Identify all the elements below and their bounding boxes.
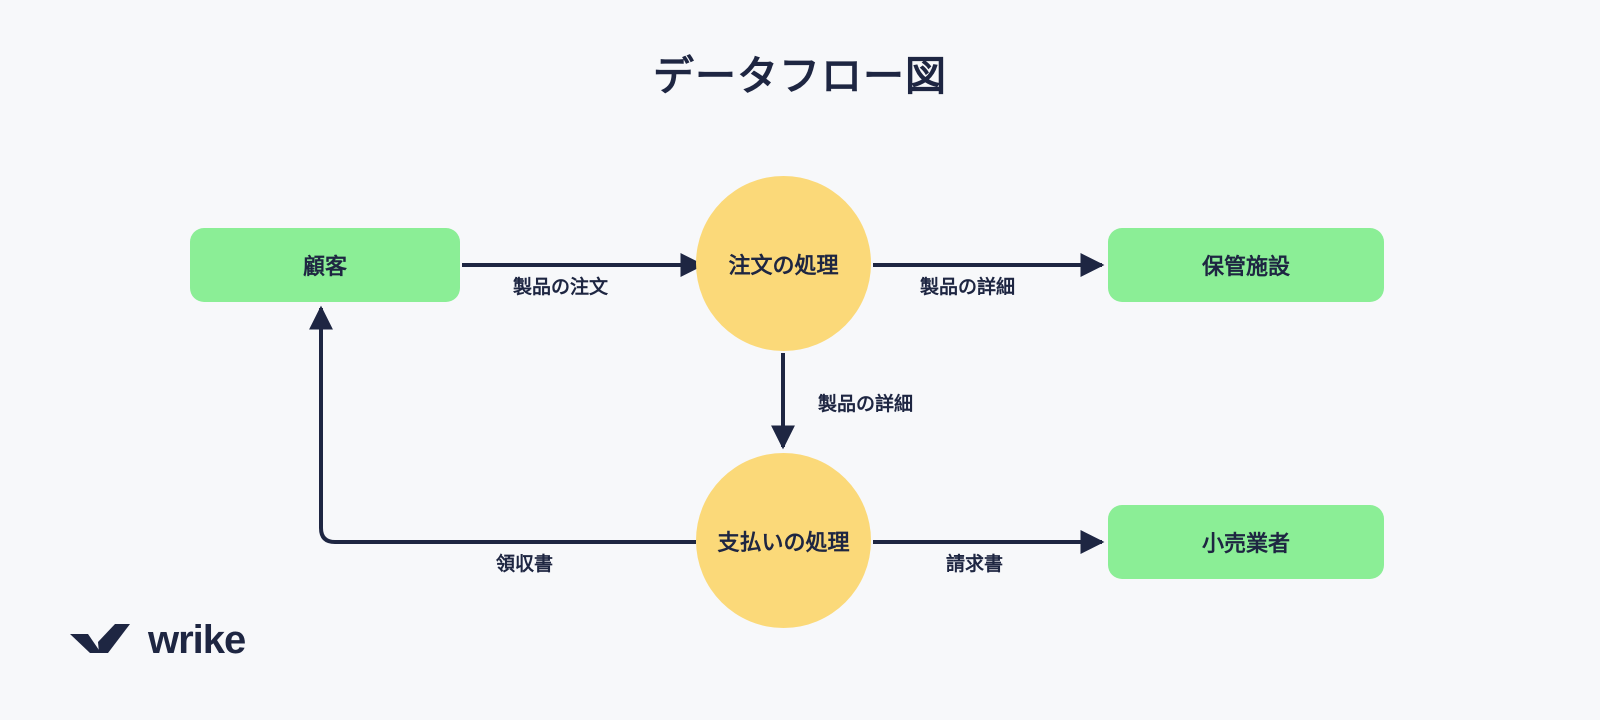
edge-label-order-request: 製品の注文 <box>513 277 609 298</box>
node-retailer[interactable]: 小売業者 <box>1108 505 1384 579</box>
edge-label-product-details-payment: 製品の詳細 <box>818 394 914 415</box>
edge-label-invoice: 請求書 <box>946 554 1004 575</box>
edge-label-receipt: 領収書 <box>496 554 554 575</box>
node-process-order[interactable]: 注文の処理 <box>696 176 871 351</box>
wrike-mark-icon <box>70 624 130 653</box>
node-process-order-label: 注文の処理 <box>728 252 839 278</box>
wrike-logo: wrike <box>68 618 246 662</box>
node-customer-label: 顧客 <box>302 254 347 279</box>
node-process-payment-label: 支払いの処理 <box>717 529 850 555</box>
node-retailer-label: 小売業者 <box>1201 531 1290 556</box>
page-title: データフロー図 <box>653 53 947 99</box>
node-process-payment[interactable]: 支払いの処理 <box>696 453 871 628</box>
wrike-logo-text: wrike <box>148 618 246 662</box>
node-storage-facility-label: 保管施設 <box>1201 254 1290 279</box>
node-storage-facility[interactable]: 保管施設 <box>1108 228 1384 302</box>
edge-receipt <box>309 305 696 544</box>
edge-label-product-details-storage: 製品の詳細 <box>920 277 1016 298</box>
node-customer[interactable]: 顧客 <box>190 228 460 302</box>
